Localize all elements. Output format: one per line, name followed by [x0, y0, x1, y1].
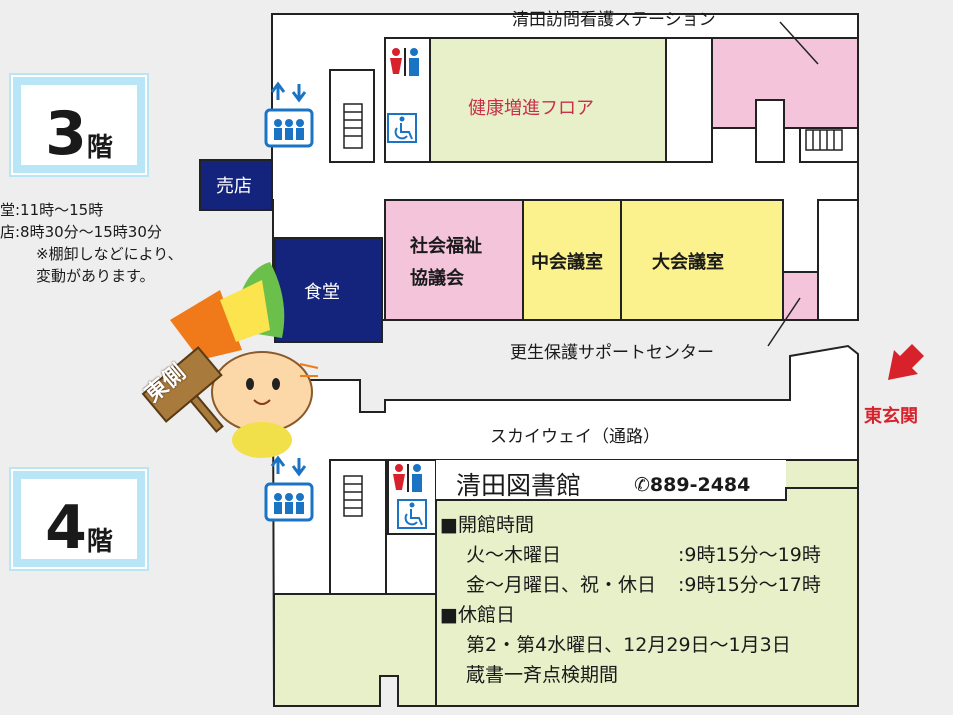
wheelchair-icon	[387, 113, 417, 143]
welfare-label-1: 社会福祉	[410, 236, 482, 257]
closed-inventory: 蔵書一斉点検期間	[466, 664, 619, 686]
room-support-center	[782, 271, 819, 321]
support-center-label: 更生保護サポートセンター	[510, 343, 714, 363]
room-corridor-block	[665, 37, 713, 163]
restroom-icon	[390, 48, 419, 76]
elevator-icon	[264, 455, 314, 522]
floor-suffix: 階	[86, 133, 113, 163]
room-toilet-3f	[384, 37, 431, 163]
floor-suffix: 階	[86, 527, 113, 557]
room-welfare	[384, 199, 524, 321]
room-library-west	[273, 593, 437, 707]
nurse-leader-line	[779, 21, 819, 65]
welfare-label-2: 協議会	[410, 268, 464, 289]
stairs-icon	[805, 129, 843, 151]
library-phone-number: 889-2484	[649, 474, 751, 496]
closed-heading: ■休館日	[440, 604, 515, 626]
library-name: 清田図書館	[456, 471, 582, 500]
floor-number: 3	[45, 99, 87, 169]
hours-row2-time: :9時15分〜17時	[678, 574, 821, 596]
red-arrow-icon	[888, 344, 924, 380]
hours-note: ※棚卸しなどにより、	[36, 245, 183, 263]
hours-note-2: 変動があります。	[36, 267, 155, 285]
cafeteria-label: 食堂	[304, 282, 340, 303]
support-leader-line	[767, 297, 801, 347]
restroom-icon	[393, 464, 422, 492]
room-shop	[199, 159, 273, 211]
floor-4-badge: 4 階	[11, 469, 147, 569]
skyway-label: スカイウェイ（通路）	[490, 427, 660, 447]
room-health-floor	[429, 37, 667, 163]
stairs-icon	[343, 475, 363, 517]
room-large-meeting	[620, 199, 784, 321]
hours-heading: ■開館時間	[440, 514, 534, 536]
east-entrance-label: 東玄関	[864, 406, 918, 427]
hours-row1-time: :9時15分〜19時	[678, 544, 821, 566]
health-floor-label: 健康増進フロア	[468, 98, 594, 119]
room-small-1	[755, 99, 785, 163]
stairs-icon	[343, 103, 363, 149]
large-meeting-label: 大会議室	[652, 252, 724, 273]
floor-3-badge: 3 階	[11, 75, 147, 175]
phone-icon: ✆	[634, 474, 650, 496]
wheelchair-icon	[397, 499, 427, 529]
hours-row2-days: 金〜月曜日、祝・休日	[466, 574, 657, 596]
library-phone: ✆889-2484	[634, 474, 750, 496]
floor-number: 4	[45, 493, 87, 563]
closed-days: 第2・第4水曜日、12月29日〜1月3日	[466, 634, 791, 656]
room-mid-meeting	[522, 199, 622, 321]
room-toilet-4f	[387, 459, 437, 535]
mid-meeting-label: 中会議室	[531, 252, 603, 273]
nurse-station-label: 清田訪問看護ステーション	[512, 10, 716, 30]
elevator-icon	[264, 81, 314, 148]
shop-hours: 店:8時30分〜15時30分	[0, 223, 162, 241]
hours-row1-days: 火〜木曜日	[466, 544, 562, 566]
shop-label: 売店	[216, 176, 252, 197]
room-small-2	[817, 199, 859, 321]
library-name-box	[436, 460, 786, 500]
cafeteria-hours: 堂:11時〜15時	[0, 201, 104, 219]
mascot-icon	[141, 262, 319, 458]
